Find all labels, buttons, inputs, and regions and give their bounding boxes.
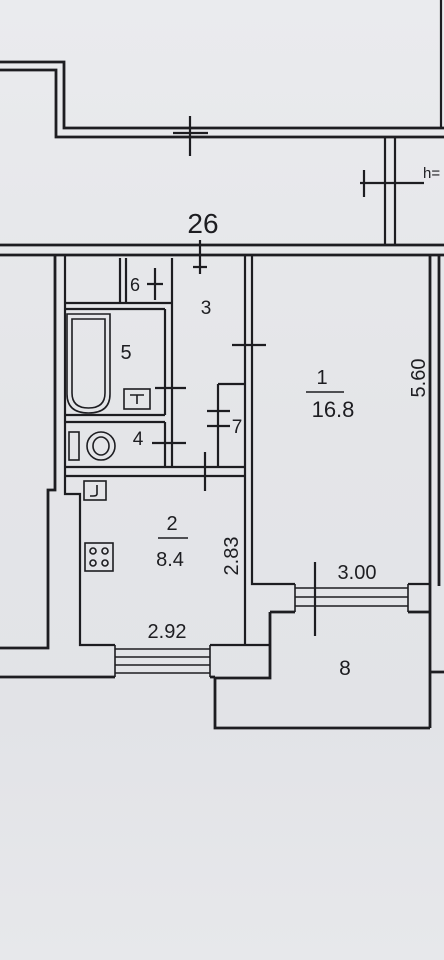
room1-right-wall (428, 255, 444, 728)
bathroom-sink-icon (123, 388, 151, 410)
balcony-outline (213, 610, 430, 730)
top-wall-outer-line (0, 60, 444, 130)
room-6-number: 6 (130, 275, 140, 295)
balcony-door (294, 584, 409, 612)
bathtub-inner-icon (71, 318, 106, 409)
kitchen-faucet-icon (90, 485, 98, 497)
entrance-mark (193, 240, 207, 274)
right-window-mark (360, 170, 424, 197)
room-7-number: 7 (232, 417, 243, 438)
room-3-number: 3 (201, 298, 212, 319)
main-wall (0, 243, 444, 257)
room-1-number: 1 (316, 367, 327, 389)
toilet-tank-icon (68, 431, 80, 461)
entrance-number: 26 (187, 208, 218, 239)
kitchen-width: 2.92 (148, 621, 187, 643)
bathroom-top-wall (65, 301, 172, 311)
room6-walls (118, 258, 128, 303)
corridor-left-wall (163, 258, 174, 467)
room-2-number: 2 (166, 513, 177, 535)
room-1-area: 16.8 (312, 397, 355, 422)
stove-burner-icon (101, 559, 109, 567)
kitchen-length: 2.83 (221, 537, 243, 576)
top-wall-inner-line (0, 68, 444, 139)
room1-width: 3.00 (338, 562, 377, 584)
kitchen-sink-icon (83, 480, 107, 501)
stair-wall (383, 137, 397, 245)
room7-door-mark (207, 409, 230, 428)
room6-door-mark (147, 268, 163, 300)
top-window-mark (173, 116, 208, 156)
labels: 26 h= 6 3 5 4 7 2 8.4 2.83 2.92 1 16.8 5… (120, 165, 440, 680)
toilet-bottom-wall (65, 465, 245, 478)
room-4-number: 4 (133, 429, 144, 450)
bathtub-icon (66, 313, 111, 414)
room1-left-wall (243, 255, 295, 645)
room-8-number: 8 (339, 657, 351, 680)
openings (114, 116, 424, 677)
stove-burner-icon (101, 547, 109, 555)
kitchen-window (114, 645, 211, 677)
stove-burner-icon (89, 559, 97, 567)
toilet-seat-icon (92, 436, 110, 456)
stove-burner-icon (89, 547, 97, 555)
room1-length: 5.60 (408, 359, 430, 398)
ceiling-height-label: h= (423, 165, 440, 182)
bathroom-faucet-icon (130, 394, 144, 404)
walls (0, 0, 444, 730)
outer-left-wall (0, 255, 57, 650)
bathroom-bottom-wall (65, 413, 165, 424)
room-2-area: 8.4 (156, 549, 184, 571)
stove-icon (84, 542, 114, 572)
toilet-bowl-icon (86, 431, 116, 461)
room-5-number: 5 (120, 342, 131, 364)
fixtures (66, 313, 151, 572)
